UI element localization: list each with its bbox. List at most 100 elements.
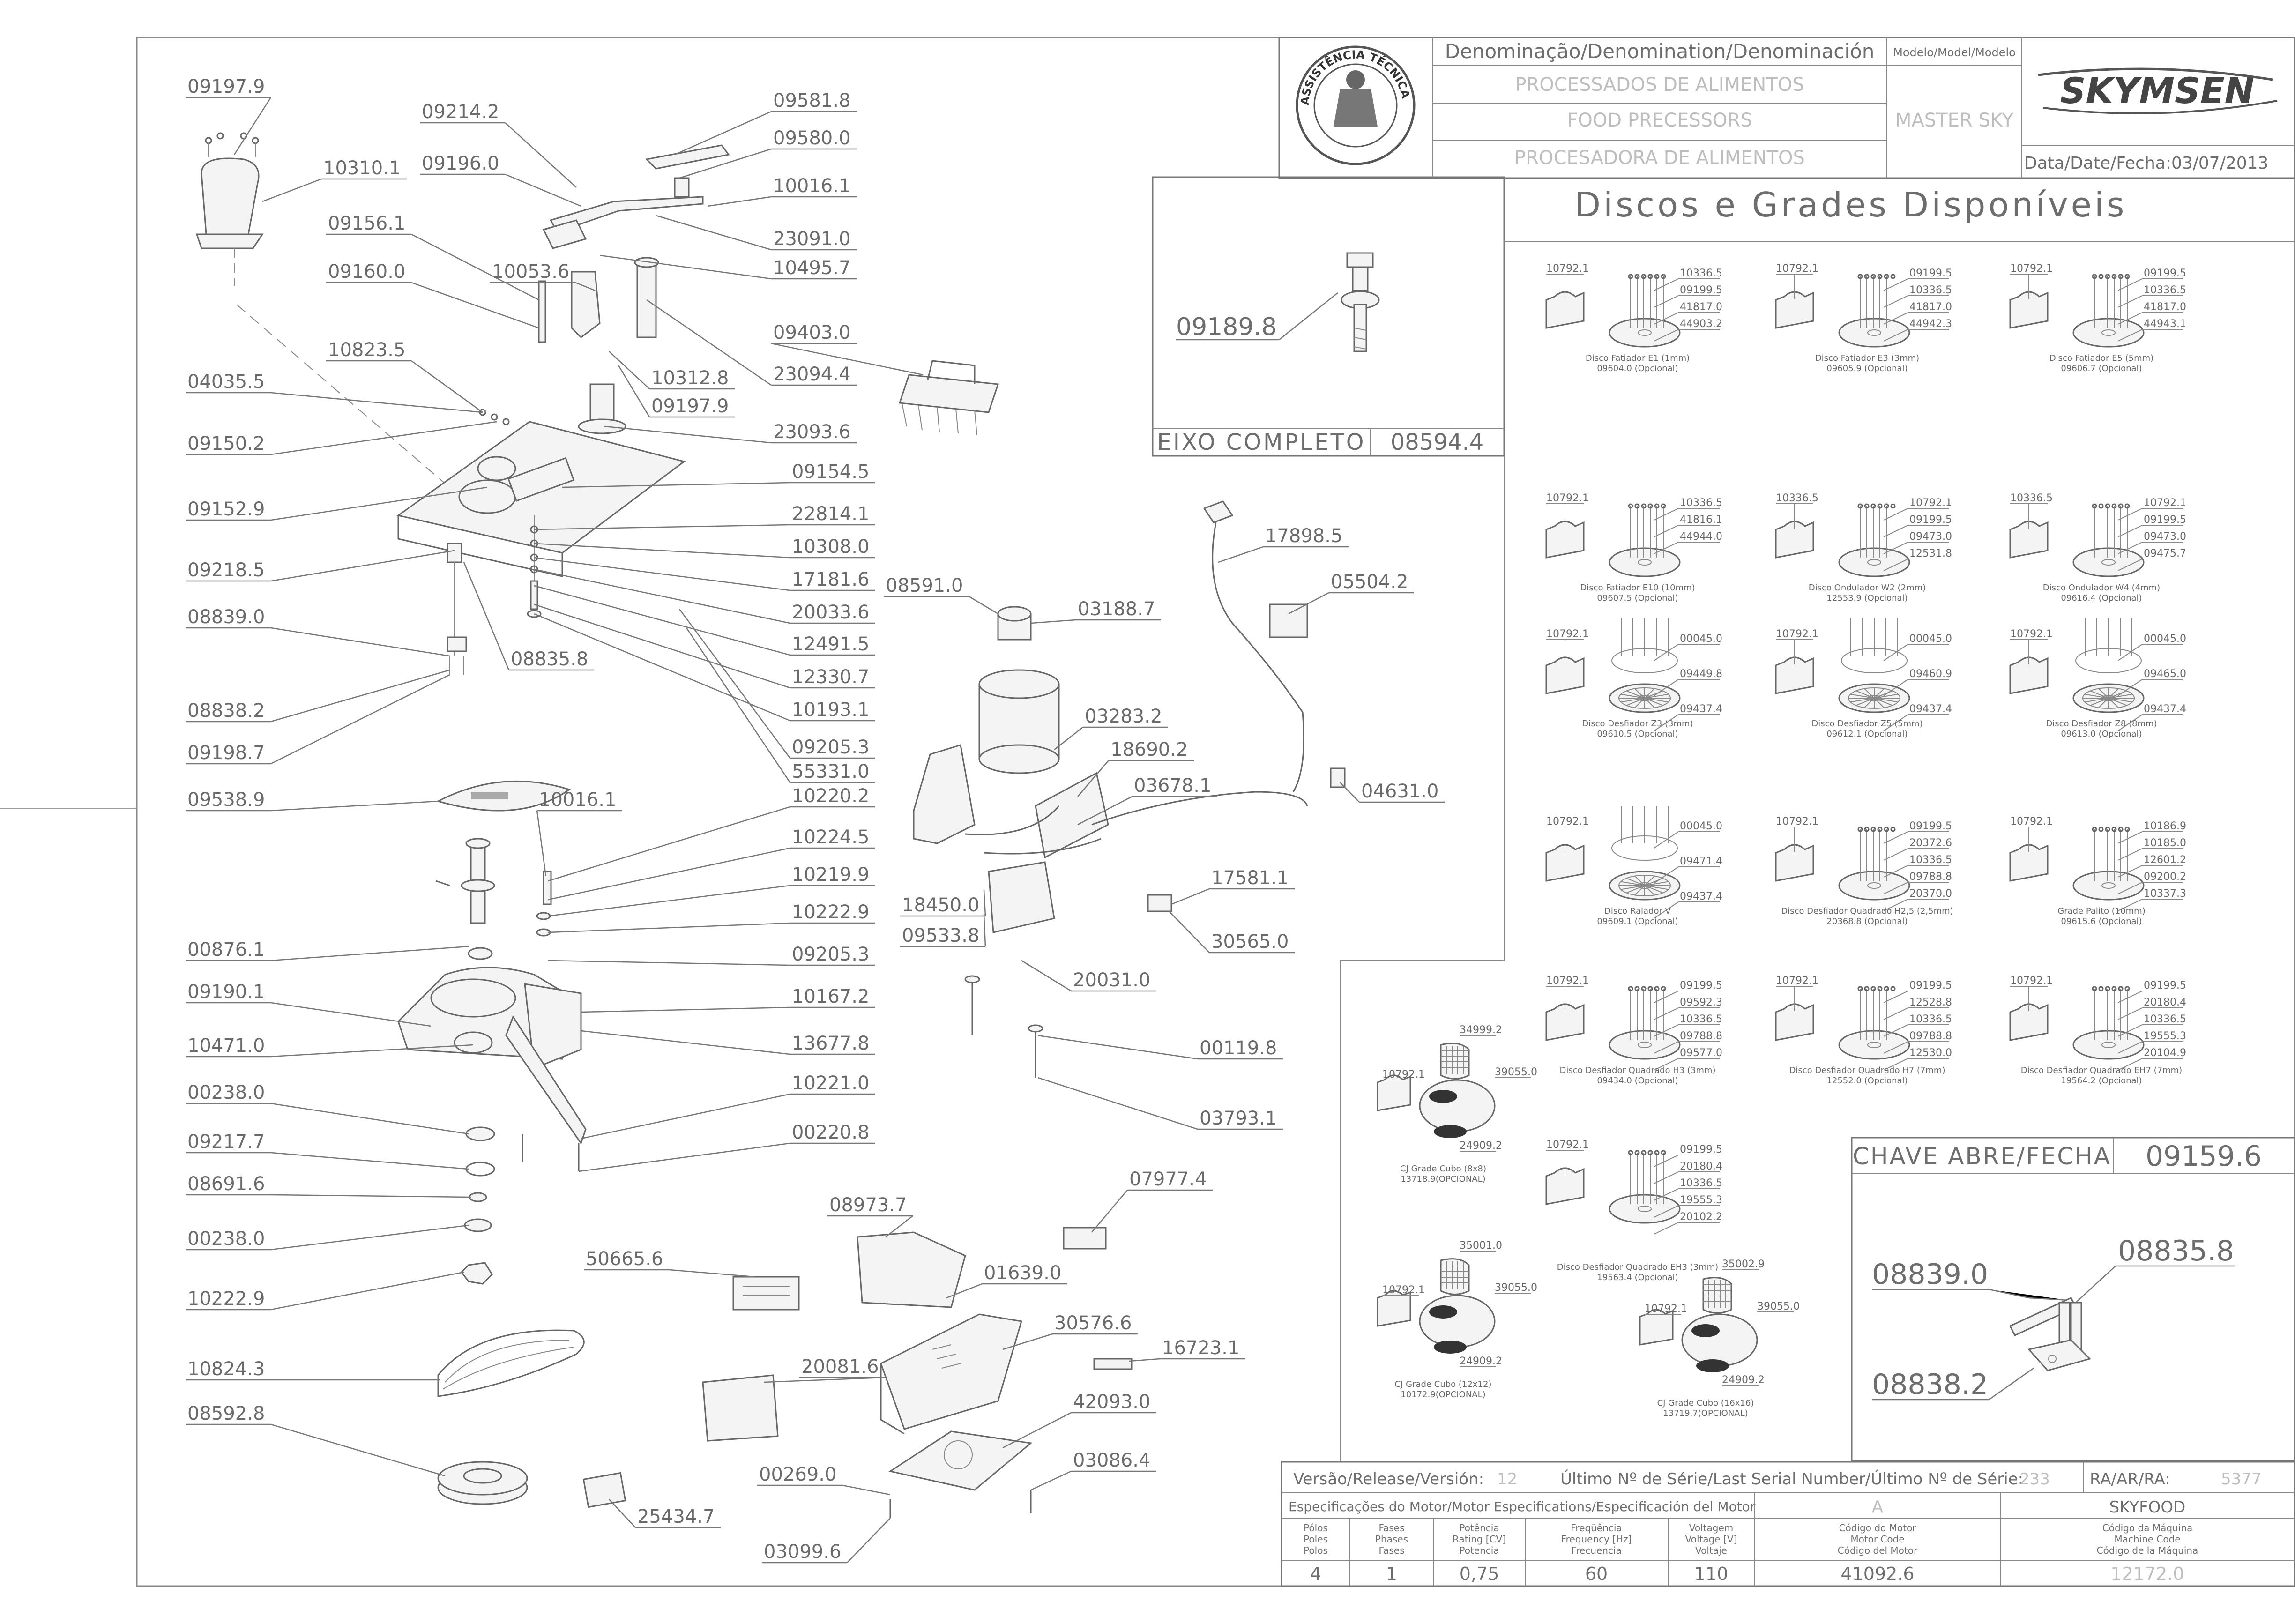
screw	[1641, 1150, 1647, 1155]
svg-text:Poles: Poles	[1304, 1534, 1328, 1545]
part-number: 44942.3	[1909, 318, 1952, 330]
leader-line	[2117, 1058, 2143, 1071]
part-number: 17898.5	[1265, 525, 1342, 547]
leader-line	[1340, 782, 1360, 803]
svg-text:Fases: Fases	[1378, 1522, 1404, 1534]
part-number: 10336.5	[1680, 1013, 1722, 1025]
leader-line	[669, 1269, 755, 1278]
svg-text:Frequency [Hz]: Frequency [Hz]	[1561, 1534, 1632, 1545]
part-callout: 09197.9	[186, 76, 272, 155]
leader-line	[534, 568, 790, 624]
screw	[2098, 503, 2104, 509]
part-number: 18450.0	[902, 894, 979, 916]
part-number: 09199.5	[2144, 268, 2186, 279]
part-number: 12531.8	[1909, 548, 1952, 559]
part-number: 00238.0	[187, 1082, 265, 1103]
part-number: 09533.8	[902, 925, 979, 946]
part-callout: 09160.0	[326, 261, 539, 329]
blade	[1429, 1090, 1457, 1103]
part-callout: 09152.9	[186, 486, 488, 521]
part-callout: 50665.6	[584, 1248, 755, 1278]
screw	[2124, 827, 2130, 832]
part-number: 10336.5	[2010, 492, 2053, 504]
col-frequency: Freqüência Frequency [Hz] Frecuencia 60	[1561, 1522, 1632, 1584]
part-callout: 00876.1	[186, 939, 469, 961]
leader-line	[2117, 278, 2143, 291]
axle-code: 08594.4	[1391, 429, 1484, 455]
leader-line	[674, 111, 772, 156]
leader-line	[411, 233, 539, 301]
part-number: 09154.5	[792, 461, 869, 483]
leader-line	[983, 890, 986, 916]
disc-hub	[2101, 1042, 2116, 1048]
part-number: 09473.0	[1909, 531, 1952, 543]
screw	[1864, 986, 1870, 991]
part-number: 03283.2	[1085, 706, 1162, 727]
leader-line	[270, 392, 483, 413]
grid-caption: CJ Grade Cubo (12x12)	[1395, 1379, 1492, 1389]
screw	[1661, 503, 1666, 509]
leader-line	[1654, 1041, 1679, 1054]
part-callout: 09190.1	[186, 981, 432, 1027]
disc-caption: 09613.0 (Opcional)	[2061, 729, 2142, 739]
part-number: 10792.1	[1382, 1284, 1425, 1296]
part-callout: 08973.7	[827, 1194, 913, 1237]
part-callout: 30576.6	[1002, 1312, 1138, 1350]
screw	[2092, 986, 2097, 991]
leader-line	[2117, 882, 2143, 894]
disc-hub	[1638, 559, 1652, 566]
disc-caption: Grade Palito (10mm)	[2057, 906, 2146, 916]
leader-line	[1654, 329, 1679, 342]
part-number: 10336.5	[1909, 854, 1952, 866]
leader-line	[1883, 295, 1908, 308]
part-number: 09465.0	[2144, 668, 2186, 680]
part-number: 10336.5	[2144, 284, 2186, 296]
svg-text:Voltagem: Voltagem	[1689, 1522, 1734, 1534]
disc-caption: Disco Fatiador E5 (5mm)	[2049, 353, 2153, 363]
screw	[1661, 986, 1666, 991]
screw	[1870, 503, 1876, 509]
screw	[2111, 503, 2117, 509]
leader-line	[1654, 1205, 1679, 1218]
part-number: 10792.1	[1776, 628, 1818, 640]
part-callout: 08592.8	[186, 1403, 446, 1477]
product-name-pt: PROCESSADOS DE ALIMENTOS	[1515, 74, 1804, 96]
screw	[2118, 827, 2124, 832]
part-number: 00045.0	[1680, 820, 1722, 832]
section-title: Discos e Grades Disponíveis	[1575, 185, 2127, 224]
part-callout: 55331.0	[686, 627, 875, 783]
part-number: 39055.0	[1495, 1066, 1537, 1078]
leader-line	[536, 810, 547, 877]
screw	[1877, 827, 1883, 832]
screw	[1628, 986, 1633, 991]
part-number: 23091.0	[773, 228, 850, 250]
screw	[1641, 274, 1647, 279]
leader-line	[270, 1002, 432, 1027]
leader-line	[270, 1194, 471, 1198]
part-number: 09199.5	[1680, 1144, 1722, 1155]
disc-hub	[2101, 882, 2116, 889]
part-number: 41816.1	[1680, 514, 1722, 526]
leader-line	[1218, 546, 1264, 563]
serial-label: Último Nº de Série/Last Serial Number/Úl…	[1560, 1469, 2023, 1489]
leader-line	[2117, 991, 2143, 1003]
leader-line	[270, 674, 450, 765]
svg-text:Rating [CV]: Rating [CV]	[1453, 1534, 1506, 1545]
value-phases: 1	[1386, 1564, 1397, 1584]
part-callout: 00238.0	[186, 1224, 469, 1251]
screw	[1641, 986, 1647, 991]
disc-caption: 09616.4 (Opcional)	[2061, 593, 2142, 603]
part-number: 09199.5	[1909, 980, 1952, 991]
leader-line	[1654, 679, 1679, 696]
part-callout: 42093.0	[1002, 1391, 1156, 1449]
part-number: 24909.2	[1460, 1356, 1502, 1367]
screw	[2098, 274, 2104, 279]
screw	[2105, 986, 2110, 991]
leader-line	[1883, 865, 1908, 878]
part-callout: 09198.7	[186, 674, 450, 765]
part-number: 10792.1	[1776, 263, 1818, 275]
